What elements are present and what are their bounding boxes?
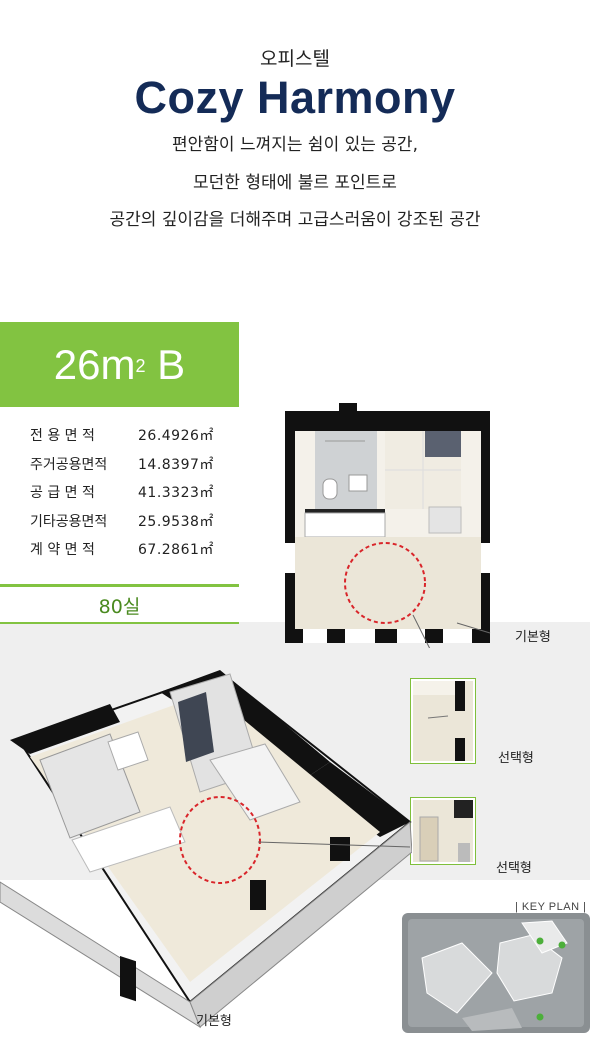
option-type-label-2: 선택형: [496, 861, 532, 876]
floor-plan-2d: [285, 403, 491, 648]
unit-name-suffix: B: [145, 340, 186, 388]
area-row: 공 급 면 적 41.3323㎡: [30, 482, 238, 511]
key-plan-title: | KEY PLAN |: [515, 901, 587, 913]
area-value: 14.8397㎡: [138, 456, 214, 473]
unit-name-prefix: 26m: [53, 340, 136, 388]
key-plan-map: [402, 913, 590, 1033]
divider: [0, 584, 239, 587]
description-line-2: 모던한 형태에 불르 포인트로: [193, 173, 397, 193]
description-line-1: 편안함이 느껴지는 쉼이 있는 공간,: [172, 135, 418, 155]
area-value: 26.4926㎡: [138, 428, 214, 444]
option-plan-1: [410, 678, 476, 764]
area-row: 전 용 면 적 26.4926㎡: [30, 425, 238, 454]
basic-type-label-bottom: 기본형: [196, 1014, 232, 1029]
unit-name-sup: 2: [135, 356, 146, 376]
floor-plan-3d: [0, 670, 412, 1029]
area-label: 계 약 면 적: [30, 542, 95, 558]
area-value: 67.2861㎡: [138, 542, 214, 558]
option-plan-2: [410, 797, 476, 865]
description-line-3: 공간의 깊이감을 더해주며 고급스러움이 강조된 공간: [109, 210, 481, 230]
property-type: 오피스텔: [260, 48, 330, 70]
area-row: 기타공용면적 25.9538㎡: [30, 511, 238, 540]
area-row: 계 약 면 적 67.2861㎡: [30, 539, 238, 568]
page-title: Cozy Harmony: [134, 72, 456, 123]
divider: [0, 622, 239, 624]
area-label: 주거공용면적: [30, 456, 108, 473]
area-table: 전 용 면 적 26.4926㎡ 주거공용면적 14.8397㎡ 공 급 면 적…: [30, 425, 238, 568]
area-label: 전 용 면 적: [30, 428, 95, 444]
area-row: 주거공용면적 14.8397㎡: [30, 454, 238, 483]
area-value: 41.3323㎡: [138, 485, 214, 501]
basic-type-label: 기본형: [515, 630, 551, 645]
area-label: 공 급 면 적: [30, 485, 95, 501]
area-label: 기타공용면적: [30, 513, 108, 530]
area-value: 25.9538㎡: [138, 513, 214, 530]
unit-count: 80실: [98, 596, 141, 618]
option-type-label-1: 선택형: [498, 751, 534, 766]
